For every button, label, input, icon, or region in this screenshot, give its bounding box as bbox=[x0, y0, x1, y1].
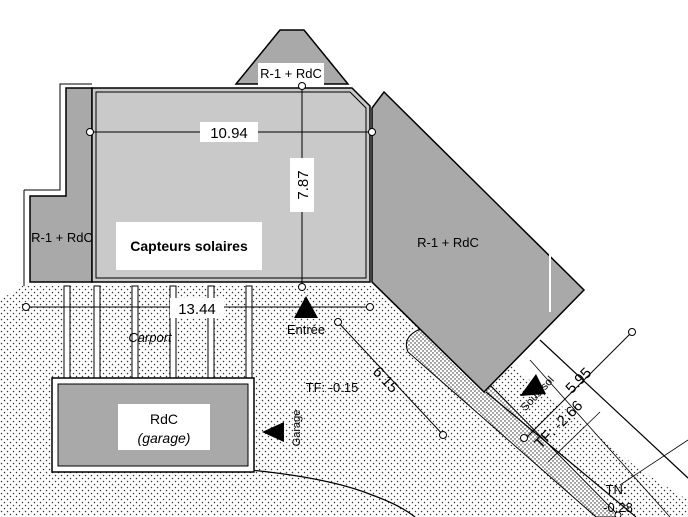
carport-label: Carport bbox=[128, 330, 173, 345]
left-wing-building bbox=[29, 87, 93, 283]
right-wing-label: R-1 + RdC bbox=[417, 235, 479, 250]
entrance-arrow-icon bbox=[294, 296, 318, 318]
garage-arrow-icon bbox=[262, 422, 284, 442]
dim-main-width: 10.94 bbox=[210, 125, 248, 142]
top-tower-label: R-1 + RdC bbox=[260, 66, 322, 81]
ramp-strip bbox=[405, 325, 621, 517]
tf-main-label: TF: -0.15 bbox=[306, 380, 359, 395]
main-building-label: Capteurs solaires bbox=[130, 238, 248, 254]
tn-label: TN: bbox=[606, 482, 627, 497]
solar-panel-label-box bbox=[116, 222, 262, 270]
tn-value: -0.28 bbox=[603, 500, 633, 515]
tn-marker bbox=[614, 511, 622, 517]
garage-subtitle: (garage) bbox=[138, 430, 191, 446]
driveway-edge bbox=[249, 469, 416, 517]
dim-main-height: 7.87 bbox=[295, 170, 312, 199]
dimension-right-diagonal bbox=[520, 328, 636, 442]
right-wing-building bbox=[371, 90, 586, 394]
garage-access-label: Garage bbox=[291, 410, 303, 447]
dim-right-diagonal: 5.95 bbox=[562, 364, 595, 397]
ramp-line bbox=[485, 391, 637, 517]
entrance-label: Entrée bbox=[287, 322, 325, 337]
dim-overall-width: 13.44 bbox=[178, 301, 216, 318]
ramp-line bbox=[539, 339, 688, 479]
left-wing-label: R-1 + RdC bbox=[31, 230, 93, 245]
basement-arrow-icon bbox=[520, 374, 546, 396]
ramp-line bbox=[547, 411, 601, 463]
garage-title: RdC bbox=[150, 411, 178, 427]
ramp-line bbox=[619, 439, 688, 486]
dimension-entry-diagonal bbox=[334, 318, 447, 439]
ramp-line bbox=[529, 359, 671, 517]
